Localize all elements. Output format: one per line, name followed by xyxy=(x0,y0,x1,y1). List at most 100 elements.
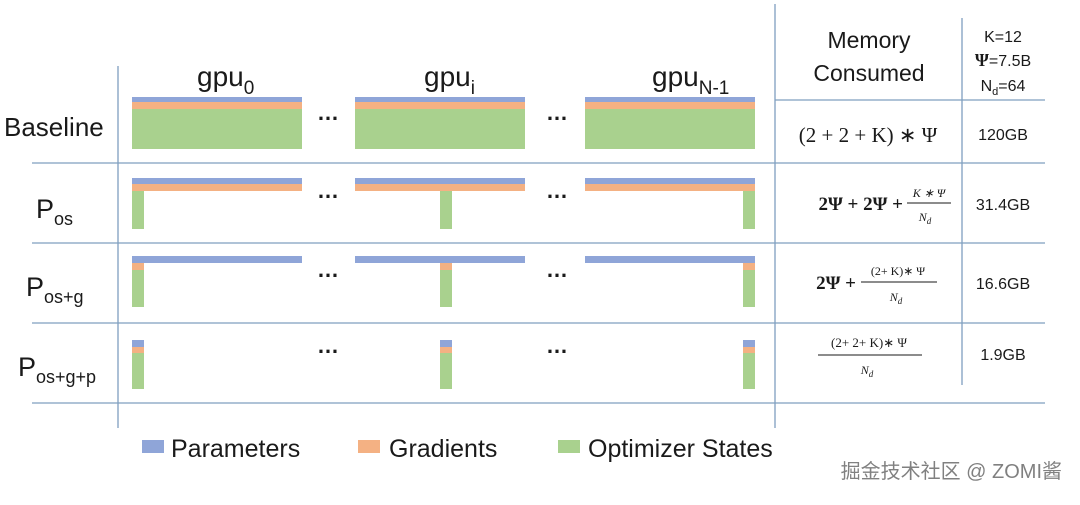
parameters-block xyxy=(585,256,755,263)
nd-value: Nd=64 xyxy=(981,78,1026,98)
formula-pos-g-p: (2+ 2+ K)∗ Ψ Nd xyxy=(818,335,922,379)
parameters-block xyxy=(355,97,525,102)
memory-values: 120GB 31.4GB 16.6GB 1.9GB xyxy=(976,127,1030,364)
parameters-shard xyxy=(743,340,755,347)
row-labels: Baseline Pos Pos+g Pos+g+p xyxy=(4,112,104,387)
ellipsis: … xyxy=(546,257,568,282)
optimizer-states-block xyxy=(355,109,525,149)
value-pos-g-p: 1.9GB xyxy=(980,347,1025,364)
gradients-shard xyxy=(132,263,144,270)
pos-g-p-gpu-n-1 xyxy=(743,340,755,389)
parameters-block xyxy=(132,97,302,102)
grid-lines xyxy=(32,4,1045,428)
value-baseline: 120GB xyxy=(978,127,1028,144)
value-pos: 31.4GB xyxy=(976,197,1030,214)
optimizer-states-shard xyxy=(132,353,144,389)
ellipses: … … … … … … … … xyxy=(317,100,568,358)
gpu-n-1-header: gpuN-1 xyxy=(652,61,729,99)
pos-g-p-gpu-0 xyxy=(132,340,144,389)
formula-prefix: 2Ψ + 2Ψ + xyxy=(818,194,903,215)
legend-item-gradients: Gradients xyxy=(358,435,497,463)
pos-gpu-0 xyxy=(132,178,302,229)
legend: Parameters Gradients Optimizer States xyxy=(142,435,773,463)
gradients-shard xyxy=(743,347,755,353)
formula-numerator: K ∗ Ψ xyxy=(912,186,947,200)
pos-gpu-n-1 xyxy=(585,178,755,229)
watermark: 掘金技术社区 @ ZOMI酱 xyxy=(841,460,1062,483)
gradients-shard xyxy=(440,263,452,270)
legend-label: Parameters xyxy=(171,435,300,463)
row-baseline-gpus xyxy=(132,97,755,149)
gradients-shard xyxy=(132,347,144,353)
optimizer-states-shard xyxy=(440,191,452,229)
pos-g-p-gpu-i xyxy=(440,340,452,389)
legend-swatch xyxy=(558,440,580,453)
parameters-shard xyxy=(440,340,452,347)
ellipsis: … xyxy=(546,100,568,125)
pos-g-gpu-n-1 xyxy=(585,256,755,307)
gradients-shard xyxy=(440,347,452,353)
parameters-shard xyxy=(132,340,144,347)
parameters-block xyxy=(355,178,525,184)
formula-numerator: (2+ 2+ K)∗ Ψ xyxy=(831,335,907,350)
pos-gpu-i xyxy=(355,178,525,229)
optimizer-states-shard xyxy=(440,270,452,307)
row-label-pos-g-p: Pos+g+p xyxy=(18,352,96,387)
row-label-baseline: Baseline xyxy=(4,112,104,142)
legend-swatch xyxy=(358,440,380,453)
baseline-gpu-n-1 xyxy=(585,97,755,149)
optimizer-states-shard xyxy=(132,270,144,307)
memory-title-line1: Memory xyxy=(827,27,911,53)
parameters-block xyxy=(585,97,755,102)
legend-label: Gradients xyxy=(389,435,497,463)
ellipsis: … xyxy=(317,333,339,358)
row-pos-gpus xyxy=(132,178,755,229)
formula-denominator: Nd xyxy=(860,363,874,379)
optimizer-states-shard xyxy=(132,191,144,229)
formula-denominator: Nd xyxy=(889,290,903,306)
gradients-block xyxy=(585,102,755,109)
gradients-block xyxy=(132,184,302,191)
baseline-gpu-i xyxy=(355,97,525,149)
parameters-block xyxy=(355,256,525,263)
params-header: K=12 Ψ=7.5B Nd=64 xyxy=(975,29,1031,98)
optimizer-states-shard xyxy=(440,353,452,389)
formulas: (2 + 2 + K) ∗ Ψ 2Ψ + 2Ψ + K ∗ Ψ Nd 2Ψ + … xyxy=(799,123,951,379)
legend-item-parameters: Parameters xyxy=(142,435,300,463)
parameters-block xyxy=(132,178,302,184)
gradients-block xyxy=(355,102,525,109)
gradients-block xyxy=(585,184,755,191)
ellipsis: … xyxy=(546,178,568,203)
baseline-gpu-0 xyxy=(132,97,302,149)
ellipsis: … xyxy=(546,333,568,358)
optimizer-states-shard xyxy=(743,353,755,389)
ellipsis: … xyxy=(317,257,339,282)
legend-label: Optimizer States xyxy=(588,435,773,463)
ellipsis: … xyxy=(317,178,339,203)
optimizer-states-block xyxy=(585,109,755,149)
gpu-headers: gpu0 gpui gpuN-1 xyxy=(197,61,729,99)
memory-header: Memory Consumed xyxy=(813,27,924,86)
formula-numerator: (2+ K)∗ Ψ xyxy=(871,264,925,278)
pos-g-gpu-i xyxy=(355,256,525,307)
formula-prefix: 2Ψ + xyxy=(816,273,856,294)
optimizer-states-block xyxy=(132,109,302,149)
gpu-0-header: gpu0 xyxy=(197,61,254,99)
row-pos-g-p-gpus xyxy=(132,340,755,389)
legend-item-optimizer-states: Optimizer States xyxy=(558,435,773,463)
row-pos-g-gpus xyxy=(132,256,755,307)
gradients-shard xyxy=(743,263,755,270)
pos-g-gpu-0 xyxy=(132,256,302,307)
formula-pos-g: 2Ψ + (2+ K)∗ Ψ Nd xyxy=(816,264,937,306)
psi-value: Ψ=7.5B xyxy=(975,50,1031,70)
gpu-i-header: gpui xyxy=(424,61,475,99)
formula-pos: 2Ψ + 2Ψ + K ∗ Ψ Nd xyxy=(818,186,951,226)
formula-baseline: (2 + 2 + K) ∗ Ψ xyxy=(799,123,938,147)
gradients-block xyxy=(355,184,525,191)
parameters-block xyxy=(585,178,755,184)
memory-title-line2: Consumed xyxy=(813,60,924,86)
k-value: K=12 xyxy=(984,29,1022,46)
ellipsis: … xyxy=(317,100,339,125)
